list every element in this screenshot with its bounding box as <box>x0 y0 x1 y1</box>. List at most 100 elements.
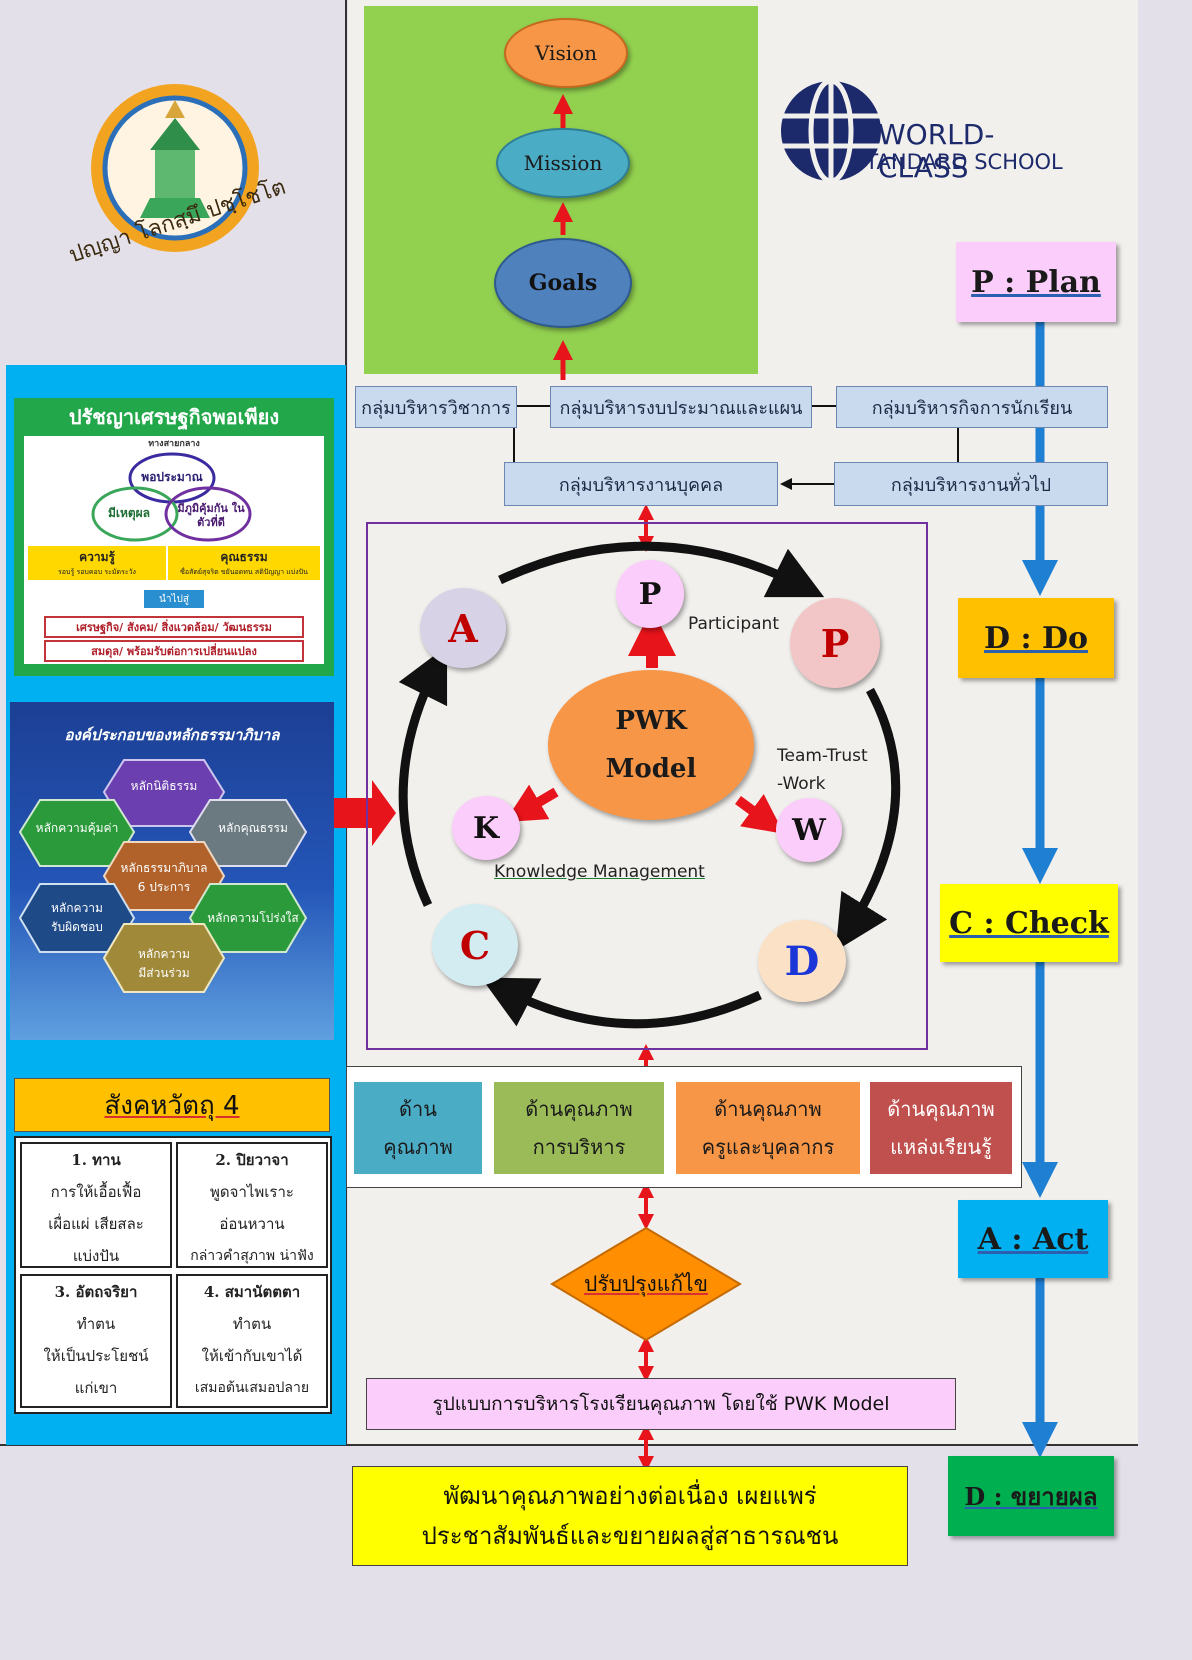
world-class-logo <box>776 76 1076 186</box>
hex-center-line1: หลักธรรมาภิบาล <box>120 861 208 875</box>
c4-line1: ทำตน <box>232 1315 272 1333</box>
knowledge-box: ความรู้ รอบรู้ รอบคอบ ระมัดระวัง <box>28 546 166 580</box>
cycle-a-circle: A <box>420 588 506 668</box>
knowledge-label: Knowledge Management <box>494 862 705 882</box>
sangkhaha-title: สังคหวัตถุ 4 <box>14 1078 330 1132</box>
goals-ellipse: Goals <box>494 238 632 328</box>
hex-rule-of-law: หลักนิติธรรม <box>130 778 198 793</box>
c3-line3: แก่เขา <box>74 1379 118 1397</box>
governance-hexagons <box>18 759 308 993</box>
improve-label: ปรับปรุงแก้ไข <box>584 1271 708 1296</box>
pdca-expand: D : ขยายผล <box>948 1456 1114 1536</box>
q1-line2: คุณภาพ <box>383 1135 453 1159</box>
sangkhaha-cell-4: 4. สมานัตตตา ทำตน ให้เข้ากับเขาได้ เสมอต… <box>176 1274 328 1408</box>
bottom-divider <box>0 1444 1138 1446</box>
q1-line1: ด้าน <box>399 1097 437 1121</box>
pwk-center-line1: PWK <box>615 706 687 736</box>
sufficiency-row2: สมดุล/ พร้อมรับต่อการเปลี่ยนแปลง <box>44 640 304 662</box>
improve-diamond <box>550 1226 742 1342</box>
pdca-expand-label: D : ขยายผล <box>964 1481 1098 1511</box>
immunity-label: มีภูมิคุ้มกัน ในตัวที่ดี <box>177 502 245 529</box>
q3-line2: ครูและบุคลากร <box>701 1135 835 1159</box>
c3-title: 3. อัตถจริยา <box>54 1283 138 1301</box>
knowledge-title: ความรู้ <box>79 550 115 564</box>
sufficiency-title: ปรัชญาเศรษฐกิจพอเพียง <box>68 405 280 429</box>
three-rings <box>91 452 252 542</box>
vision-ellipse: Vision <box>504 18 628 88</box>
sufficiency-row1: เศรษฐกิจ/ สังคม/ สิ่งแวดล้อม/ วัฒนธรรม <box>44 616 304 638</box>
c1-line3: แบ่งปัน <box>72 1247 120 1265</box>
hex-value: หลักความคุ้มค่า <box>35 820 119 835</box>
moderation-label: พอประมาณ <box>141 469 203 484</box>
group-student: กลุ่มบริหารกิจการนักเรียน <box>836 386 1108 428</box>
mission-ellipse: Mission <box>496 128 630 198</box>
model-participant-circle: P <box>616 560 684 628</box>
virtue-box: คุณธรรม ซื่อสัตย์สุจริต ขยันอดทน สติปัญญ… <box>168 546 320 580</box>
quality-box-4: ด้านคุณภาพ แหล่งเรียนรู้ <box>870 1082 1012 1174</box>
pdca-do-label: D : Do <box>983 620 1088 656</box>
pdca-check-label: C : Check <box>949 905 1109 941</box>
c4-title: 4. สมานัตตตา <box>203 1283 301 1301</box>
c1-line1: การให้เอื้อเฟื้อ <box>50 1183 142 1201</box>
pdca-check: C : Check <box>940 884 1118 962</box>
pdca-plan-label: P : Plan <box>971 264 1101 300</box>
c2-line3: กล่าวคำสุภาพ น่าฟัง <box>190 1248 314 1264</box>
participant-label: Participant <box>688 614 780 634</box>
group-academic: กลุ่มบริหารวิชาการ <box>355 386 517 428</box>
hex-accountability-line1: หลักความ <box>51 901 103 915</box>
group-personnel: กลุ่มบริหารงานบุคคล <box>504 462 778 506</box>
sangkhaha-cell-1: 1. ทาน การให้เอื้อเฟื้อ เผื่อแผ่ เสียสละ… <box>20 1142 172 1268</box>
hex-participation-line1: หลักความ <box>138 947 190 961</box>
arrow-governance-to-model <box>334 780 396 846</box>
pdca-plan: P : Plan <box>956 242 1116 322</box>
pwk-model-box: รูปแบบการบริหารโรงเรียนคุณภาพ โดยใช้ PWK… <box>366 1378 956 1430</box>
final-line1: พัฒนาคุณภาพอย่างต่อเนื่อง เผยแพร่ <box>443 1482 817 1510</box>
pdca-do: D : Do <box>958 598 1114 678</box>
c2-title: 2. ปิยวาจา <box>215 1151 289 1169</box>
cycle-p-circle: P <box>790 598 880 688</box>
c2-line2: อ่อนหวาน <box>219 1215 285 1233</box>
model-work-circle: W <box>776 798 842 862</box>
c1-line2: เผื่อแผ่ เสียสละ <box>48 1215 144 1233</box>
pdca-act: A : Act <box>958 1200 1108 1278</box>
pwk-center-ellipse: PWK Model <box>548 670 754 820</box>
q4-line2: แหล่งเรียนรู้ <box>890 1135 992 1159</box>
q4-line1: ด้านคุณภาพ <box>887 1097 995 1121</box>
school-emblem-icon <box>91 84 259 252</box>
right-margin <box>1138 0 1192 1660</box>
group-general: กลุ่มบริหารงานทั่วไป <box>834 462 1108 506</box>
q2-line2: การบริหาร <box>532 1135 626 1159</box>
reasonable-label: มีเหตุผล <box>107 505 151 520</box>
leads-to-label: นำไปสู่ <box>144 590 204 608</box>
c3-line1: ทำตน <box>76 1315 116 1333</box>
c4-line2: ให้เข้ากับเขาได้ <box>201 1347 303 1365</box>
globe-icon <box>781 78 881 184</box>
c4-line3: เสมอต้นเสมอปลาย <box>194 1380 310 1396</box>
pdca-act-label: A : Act <box>977 1221 1089 1257</box>
virtue-title: คุณธรรม <box>220 550 268 564</box>
group-budget: กลุ่มบริหารงบประมาณและแผน <box>550 386 812 428</box>
pwk-model-frame <box>366 522 928 1050</box>
team-trust-line2: -Work <box>777 774 826 794</box>
hex-transparency: หลักความโปร่งใส <box>207 910 299 925</box>
pwk-center-line2: Model <box>605 754 697 784</box>
left-divider <box>345 0 347 1445</box>
quality-box-3: ด้านคุณภาพ ครูและบุคลากร <box>676 1082 860 1174</box>
hex-participation-line2: มีส่วนร่วม <box>138 966 190 980</box>
hex-participation: หลักความ มีส่วนร่วม <box>122 944 206 984</box>
c1-title: 1. ทาน <box>71 1151 121 1169</box>
governance-title: องค์ประกอบของหลักธรรมาภิบาล <box>64 726 280 744</box>
virtue-sub: ซื่อสัตย์สุจริต ขยันอดทน สติปัญญา แบ่งปั… <box>180 568 308 576</box>
final-box: พัฒนาคุณภาพอย่างต่อเนื่อง เผยแพร่ ประชาส… <box>352 1466 908 1566</box>
final-line2: ประชาสัมพันธ์และขยายผลสู่สาธารณชน <box>421 1522 839 1550</box>
knowledge-sub: รอบรู้ รอบคอบ ระมัดระวัง <box>58 568 136 576</box>
hex-accountability-line2: รับผิดชอบ <box>51 920 103 934</box>
world-class-line2: STANDARD SCHOOL <box>852 150 1063 174</box>
hex-center: หลักธรรมาภิบาล 6 ประการ <box>112 858 216 898</box>
q3-line1: ด้านคุณภาพ <box>714 1097 822 1121</box>
world-class-line1: WORLD-CLASS <box>878 118 995 184</box>
cycle-c-circle: C <box>432 904 518 986</box>
c2-line1: พูดจาไพเราะ <box>210 1183 294 1201</box>
hex-center-line2: 6 ประการ <box>137 880 191 894</box>
middle-path-label: ทางสายกลาง <box>148 439 200 449</box>
